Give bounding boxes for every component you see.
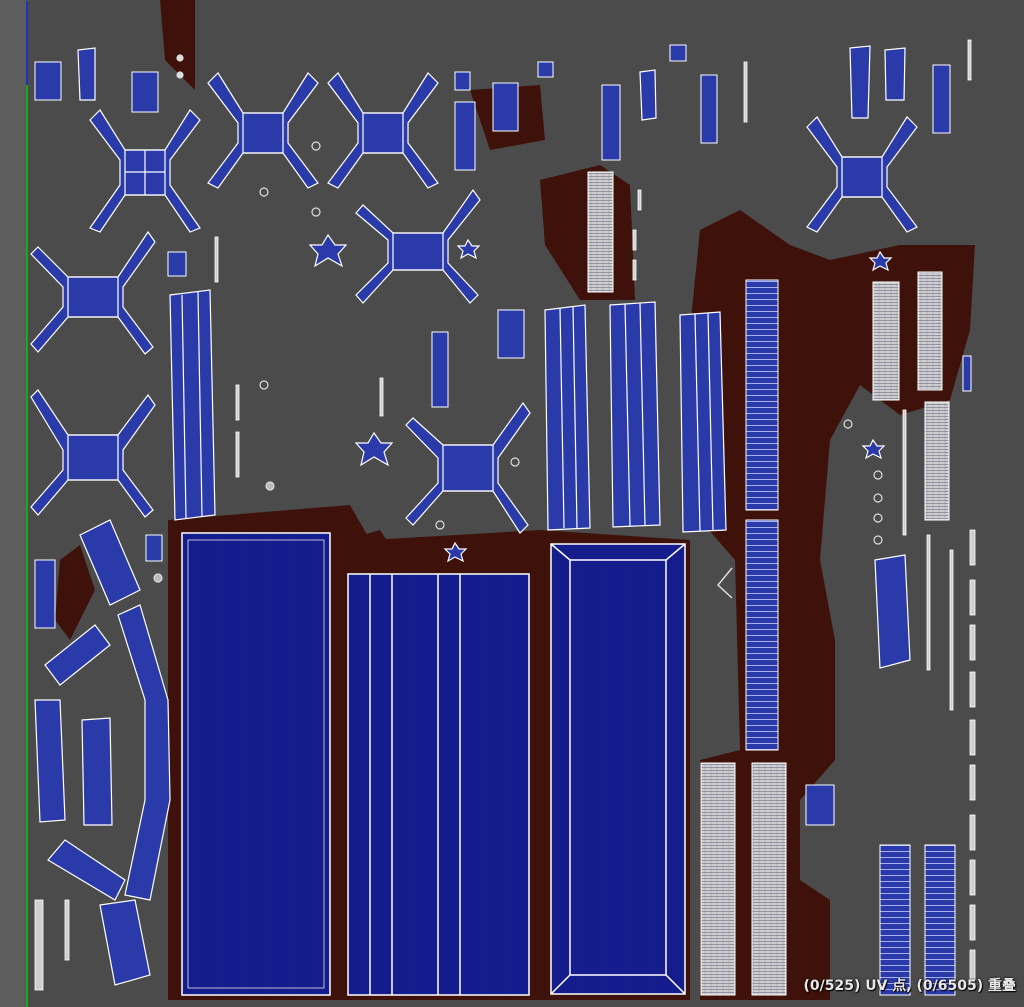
uv-shell-cross-pieces[interactable]	[30, 72, 918, 534]
uv-shell-large-panels[interactable]	[181, 532, 686, 996]
uv-shell-small-parts[interactable]	[34, 44, 972, 826]
uv-shell-misc-markers	[153, 54, 893, 599]
uv-shell-strips[interactable]	[587, 171, 956, 996]
uv-shell-arches[interactable]	[34, 45, 911, 986]
uv-shell-columns[interactable]	[169, 289, 727, 533]
uv-shell-slivers[interactable]	[34, 39, 976, 991]
uv-status-readout: (0/525) UV 点, (0/6505) 重叠	[803, 978, 1016, 994]
viewport-left-strip	[0, 0, 27, 1007]
